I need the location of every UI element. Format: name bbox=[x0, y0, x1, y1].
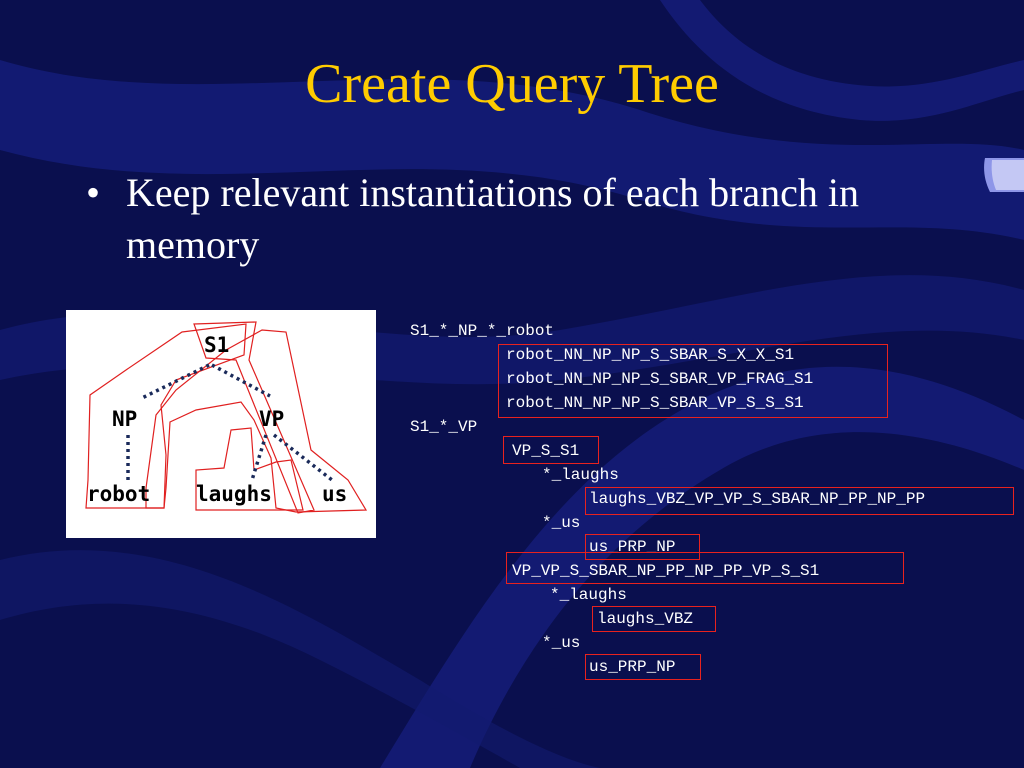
vp1-us-instance: us_PRP_NP bbox=[589, 538, 676, 556]
vp-path: S1_*_VP bbox=[410, 418, 478, 436]
np-instance-2: robot_NN_NP_NP_S_SBAR_VP_FRAG_S1 bbox=[506, 370, 814, 388]
leaf-robot: robot bbox=[87, 482, 150, 506]
vp2-laughs-box bbox=[592, 606, 716, 632]
bullet-text: Keep relevant instantiations of each bra… bbox=[126, 170, 860, 267]
node-np: NP bbox=[112, 407, 137, 431]
vp1-us-path: *_us bbox=[542, 514, 581, 532]
vp1-laughs-box bbox=[585, 487, 1014, 515]
slide-title: Create Query Tree bbox=[305, 53, 719, 115]
bullet-marker: • bbox=[86, 170, 101, 215]
edge-s1-np bbox=[141, 363, 210, 400]
highlight-region-vp-branch bbox=[145, 329, 368, 513]
vp2-laughs-instance: laughs_VBZ bbox=[597, 610, 694, 628]
vp1-laughs-instance: laughs_VBZ_VP_VP_S_SBAR_NP_PP_NP_PP bbox=[589, 490, 926, 508]
edge-s1-vp bbox=[211, 363, 271, 398]
vp-instance-2-box bbox=[506, 552, 904, 584]
np-instance-3: robot_NN_NP_NP_S_SBAR_VP_S_S_S1 bbox=[506, 394, 804, 412]
edge-vp-us bbox=[272, 433, 334, 482]
vp1-us-box bbox=[585, 534, 700, 560]
bullet-point: • Keep relevant instantiations of each b… bbox=[86, 167, 946, 271]
vp-instance-2: VP_VP_S_SBAR_NP_PP_NP_PP_VP_S_S1 bbox=[512, 562, 820, 580]
node-vp: VP bbox=[259, 407, 284, 431]
edge-vp-laughs bbox=[250, 434, 268, 481]
leaf-us: us bbox=[322, 482, 347, 506]
np-instance-1: robot_NN_NP_NP_S_SBAR_S_X_X_S1 bbox=[506, 346, 795, 364]
np-path: S1_*_NP_*_robot bbox=[410, 322, 555, 340]
vp2-us-instance: us_PRP_NP bbox=[589, 658, 676, 676]
vp-instance-1: VP_S_S1 bbox=[512, 442, 580, 460]
node-s1: S1 bbox=[204, 333, 229, 357]
highlight-region-laughs bbox=[195, 427, 304, 511]
leaf-laughs: laughs bbox=[196, 482, 272, 506]
query-tree-diagram: S1 NP VP robot laughs us bbox=[66, 310, 376, 538]
np-instances-box bbox=[498, 344, 888, 418]
vp1-laughs-path: *_laughs bbox=[542, 466, 619, 484]
vp2-us-box bbox=[585, 654, 701, 680]
vp2-laughs-path: *_laughs bbox=[550, 586, 627, 604]
vp-instance-1-box bbox=[503, 436, 599, 464]
highlight-region-np-branch bbox=[85, 323, 247, 509]
vp2-us-path: *_us bbox=[542, 634, 581, 652]
